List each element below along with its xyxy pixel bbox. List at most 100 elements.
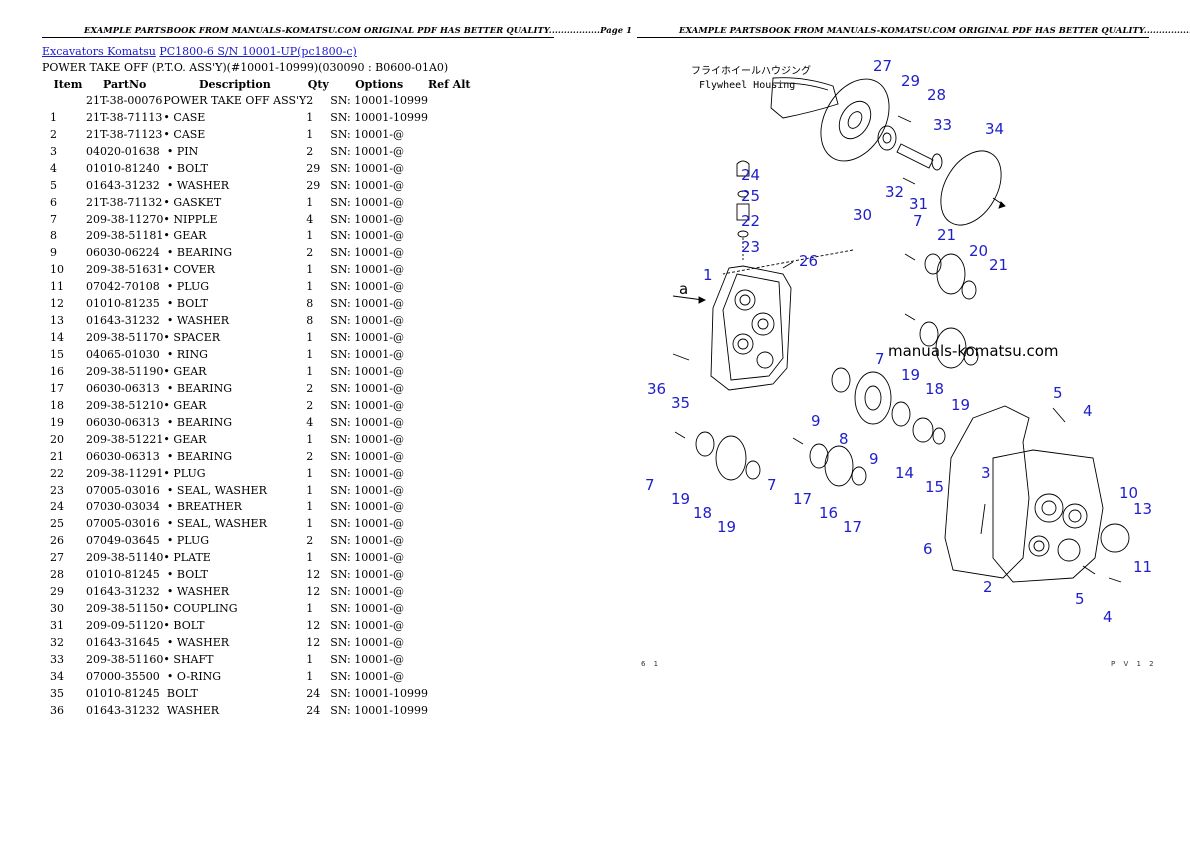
cell-refalt — [428, 702, 471, 719]
callout-label: 3 — [981, 464, 991, 482]
callout-label: 23 — [741, 238, 760, 256]
cell-options: SN: 10001-@ — [330, 635, 404, 649]
cell-description: • BEARING — [163, 415, 232, 429]
callout-label: 4 — [1103, 608, 1113, 626]
cell-qty: 1 — [306, 551, 314, 565]
cell-qty: 1 — [306, 669, 314, 683]
cell-qty: 1 — [306, 483, 314, 497]
flywheel-housing-label: Flywheel Housing — [699, 80, 795, 91]
cell-partno: 01010-81245 — [86, 686, 160, 700]
cell-options: SN: 10001-10999 — [330, 703, 428, 717]
cell-partno: 21T-38-00076 — [86, 93, 163, 107]
cell-description: • WASHER — [163, 178, 230, 192]
cell-options: SN: 10001-@ — [330, 432, 404, 446]
cell-options: SN: 10001-@ — [330, 568, 404, 582]
cell-partno: 209-38-51210 — [86, 398, 164, 412]
cell-options: SN: 10001-@ — [330, 229, 404, 243]
cell-description: • GEAR — [163, 432, 207, 446]
cell-qty: 12 — [306, 635, 321, 649]
callout-label: 19 — [901, 366, 920, 384]
cell-refalt — [428, 685, 471, 702]
cell-refalt — [428, 465, 471, 482]
parts-table-header: Item PartNo Description Qty Options Ref … — [42, 76, 471, 92]
cell-options: SN: 10001-@ — [330, 195, 404, 209]
cell-description: • BOLT — [163, 161, 208, 175]
cell-description: • PLUG — [163, 534, 210, 548]
col-refalt-header: Ref Alt — [427, 77, 471, 91]
cell-item: 30 — [50, 602, 64, 616]
cell-options: SN: 10001-@ — [330, 348, 404, 362]
cell-options: SN: 10001-@ — [330, 127, 404, 141]
callout-label: 25 — [741, 187, 760, 205]
cell-options: SN: 10001-@ — [330, 263, 404, 277]
cell-partno: 209-38-51150 — [86, 602, 164, 616]
cell-options: SN: 10001-@ — [330, 331, 404, 345]
callout-label: 21 — [989, 256, 1008, 274]
callout-label: 7 — [875, 350, 885, 368]
cell-options: SN: 10001-@ — [330, 212, 404, 226]
breadcrumb-link-excavators[interactable]: Excavators Komatsu — [42, 45, 156, 58]
cell-refalt — [428, 244, 471, 261]
cell-item: 1 — [50, 110, 57, 124]
callout-label: 7 — [767, 476, 777, 494]
cell-options: SN: 10001-@ — [330, 449, 404, 463]
cell-description: • RING — [163, 348, 208, 362]
callout-label: 8 — [839, 430, 849, 448]
cell-partno: 07005-03016 — [86, 517, 160, 531]
cell-item: 10 — [50, 263, 64, 277]
callout-label: 7 — [913, 212, 923, 230]
cell-qty: 1 — [306, 195, 314, 209]
cell-partno: 06030-06313 — [86, 415, 160, 429]
cell-refalt — [428, 194, 471, 211]
callout-label: 35 — [671, 394, 690, 412]
callout-label: 16 — [819, 504, 838, 522]
cell-item: 15 — [50, 348, 64, 362]
cell-item: 16 — [50, 364, 64, 378]
cell-qty: 1 — [306, 127, 314, 141]
cell-description: • GASKET — [163, 195, 222, 209]
cell-item: 32 — [50, 635, 64, 649]
assembly-title: POWER TAKE OFF (P.T.O. ASS'Y)(#10001-109… — [42, 61, 449, 74]
callout-label: 19 — [671, 490, 690, 508]
cell-partno: 209-38-51140 — [86, 551, 164, 565]
cell-qty: 12 — [306, 585, 321, 599]
callout-label: 22 — [741, 212, 760, 230]
cell-options: SN: 10001-10999 — [330, 93, 428, 107]
cell-partno: 07049-03645 — [86, 534, 160, 548]
cell-qty: 1 — [306, 263, 314, 277]
callout-label: 9 — [811, 412, 821, 430]
cell-description: • COVER — [163, 263, 215, 277]
breadcrumb-link-model[interactable]: PC1800-6 S/N 10001-UP(pc1800-c) — [159, 45, 357, 58]
cell-description: • SEAL, WASHER — [163, 517, 267, 531]
cell-refalt — [428, 380, 471, 397]
page-header-right: EXAMPLE PARTSBOOK FROM MANUALS-KOMATSU.C… — [679, 25, 1190, 35]
callout-label: a — [679, 280, 688, 298]
cell-refalt — [428, 92, 471, 109]
cell-item: 14 — [50, 331, 64, 345]
cell-qty: 1 — [306, 652, 314, 666]
callout-label: 2 — [983, 578, 993, 596]
cell-item: 4 — [50, 161, 57, 175]
callout-label: 26 — [799, 252, 818, 270]
callout-label: 6 — [923, 540, 933, 558]
case-rear-drawing — [944, 405, 1130, 583]
cell-item: 35 — [50, 686, 64, 700]
cell-item: 24 — [50, 500, 64, 514]
callout-label: 27 — [873, 57, 892, 75]
cell-refalt — [428, 566, 471, 583]
col-description-header: Description — [199, 77, 271, 91]
